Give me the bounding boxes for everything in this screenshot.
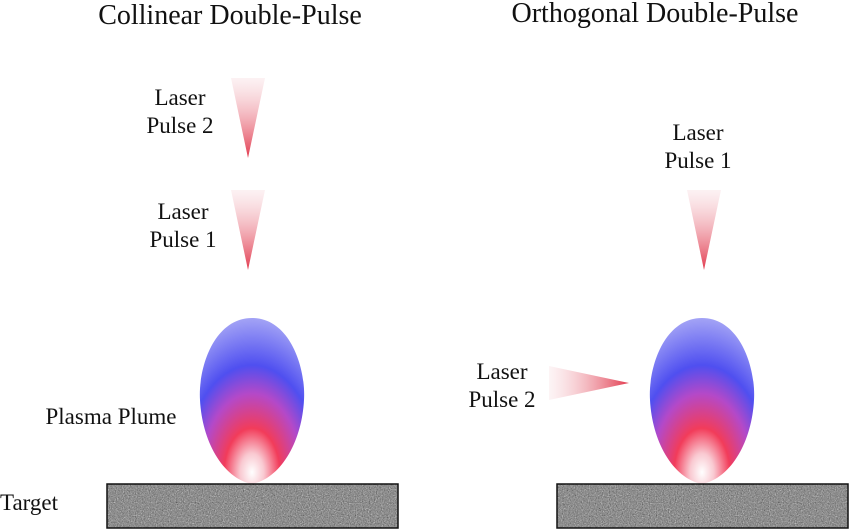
- collinear-panel: Collinear Double-Pulse Laser Pulse 2 Las…: [0, 0, 399, 529]
- orthogonal-laser-pulse-2-beam: [549, 366, 629, 400]
- orthogonal-target-texture: [557, 484, 848, 528]
- orthogonal-plasma-plume: [649, 318, 755, 484]
- collinear-plasma-plume: [199, 318, 305, 484]
- collinear-laser-pulse-2-beam: [231, 78, 265, 158]
- collinear-target-texture: [107, 484, 398, 528]
- collinear-pulse-2-label-line2: Pulse 2: [146, 113, 213, 138]
- collinear-target-border: [106, 483, 399, 529]
- orthogonal-panel: Orthogonal Double-Pulse Laser Pulse 1 La…: [468, 0, 849, 529]
- collinear-laser-pulse-1-beam: [231, 190, 265, 270]
- orthogonal-title: Orthogonal Double-Pulse: [512, 0, 799, 29]
- collinear-title: Collinear Double-Pulse: [98, 0, 362, 31]
- orthogonal-pulse-2-label-line2: Pulse 2: [468, 387, 535, 412]
- orthogonal-laser-pulse-1-beam: [687, 190, 721, 270]
- collinear-pulse-2-label-line1: Laser: [154, 85, 205, 110]
- orthogonal-target-border: [556, 483, 849, 529]
- orthogonal-pulse-1-label-line1: Laser: [672, 120, 723, 145]
- collinear-pulse-1-label-line1: Laser: [157, 199, 208, 224]
- orthogonal-pulse-1-label-line2: Pulse 1: [664, 148, 731, 173]
- orthogonal-pulse-2-label-line1: Laser: [476, 359, 527, 384]
- target-label: Target: [0, 490, 59, 515]
- plasma-plume-label: Plasma Plume: [46, 404, 177, 429]
- collinear-pulse-1-label-line2: Pulse 1: [149, 227, 216, 252]
